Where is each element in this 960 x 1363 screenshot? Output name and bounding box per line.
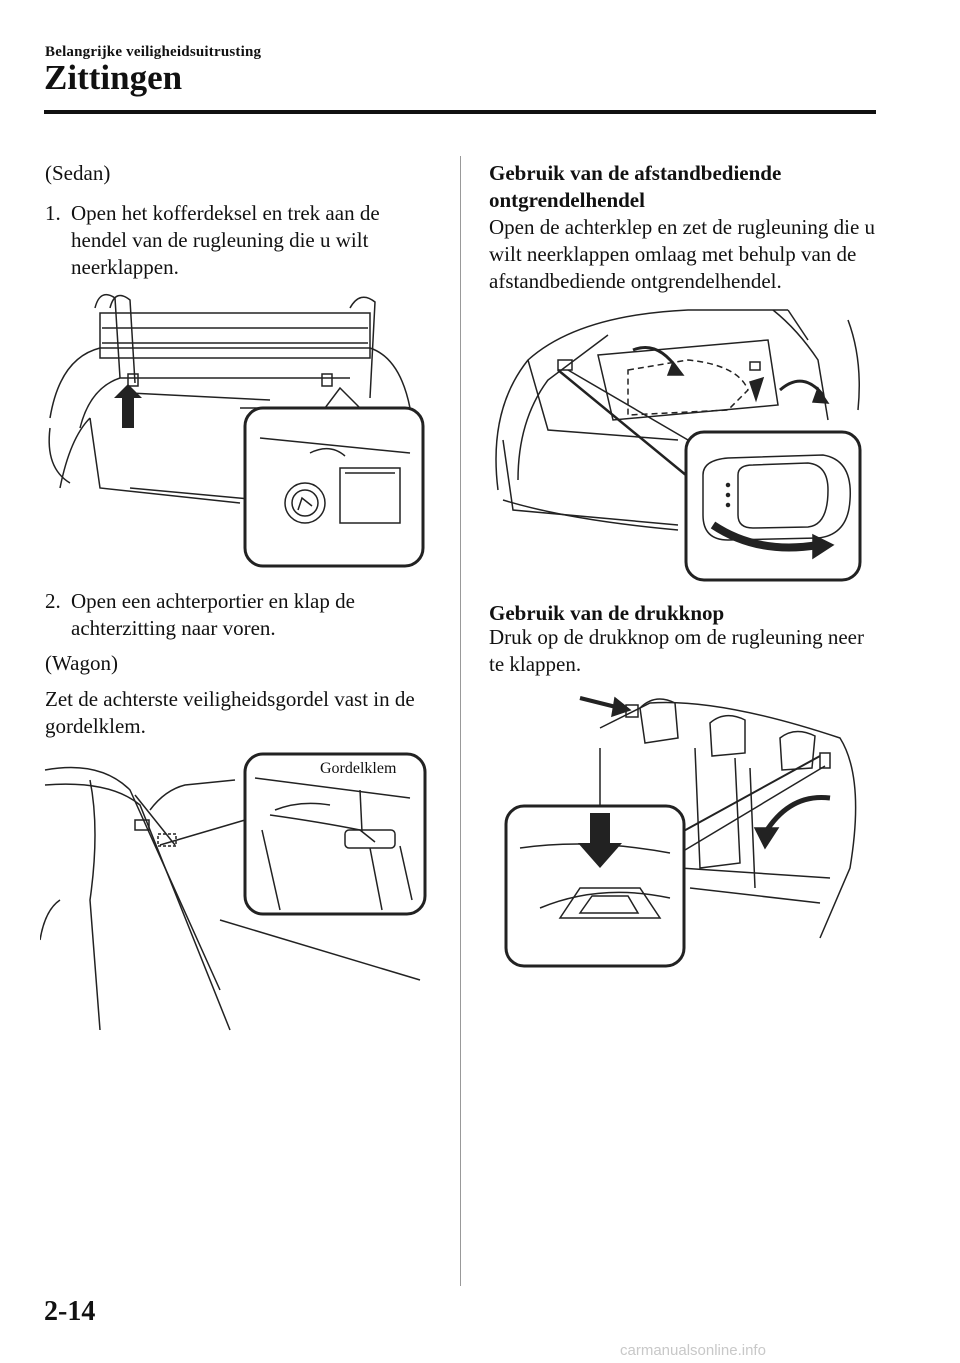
step-2-number: 2. [45, 589, 61, 613]
step-1-text: Open het kofferdeksel en trek aan de hen… [71, 201, 380, 279]
page-title: Zittingen [44, 58, 183, 97]
step-2: 2. Open een achterportier en klap de ach… [45, 588, 425, 642]
sedan-heading: (Sedan) [45, 161, 111, 185]
wagon-belt-illustration [40, 750, 440, 1035]
step-1: 1. Open het kofferdeksel en trek aan de … [45, 200, 425, 281]
push-button-heading: Gebruik van de drukknop [489, 601, 725, 625]
remote-lever-text: Open de achterklep en zet de rugleuning … [489, 215, 876, 293]
gordelklem-label: Gordelklem [320, 760, 397, 777]
column-divider [460, 156, 461, 1286]
remote-lever-heading: Gebruik van de afstandbediende ontgrende… [489, 161, 782, 212]
sedan-trunk-illustration [40, 288, 440, 573]
wagon-heading: (Wagon) [45, 651, 118, 675]
push-button-text: Druk op de drukknop om de rugleuning nee… [489, 625, 864, 676]
title-divider [44, 110, 876, 114]
page-number: 2-14 [44, 1296, 96, 1327]
remote-lever-illustration [488, 300, 868, 585]
section-label: Belangrijke veiligheidsuitrusting [45, 44, 262, 60]
step-1-number: 1. [45, 201, 61, 225]
wagon-text: Zet de achterste veiligheidsgordel vast … [45, 687, 415, 738]
step-2-text: Open een achterportier en klap de achter… [71, 589, 355, 640]
push-button-illustration [500, 688, 870, 973]
watermark: carmanualsonline.info [620, 1342, 766, 1359]
